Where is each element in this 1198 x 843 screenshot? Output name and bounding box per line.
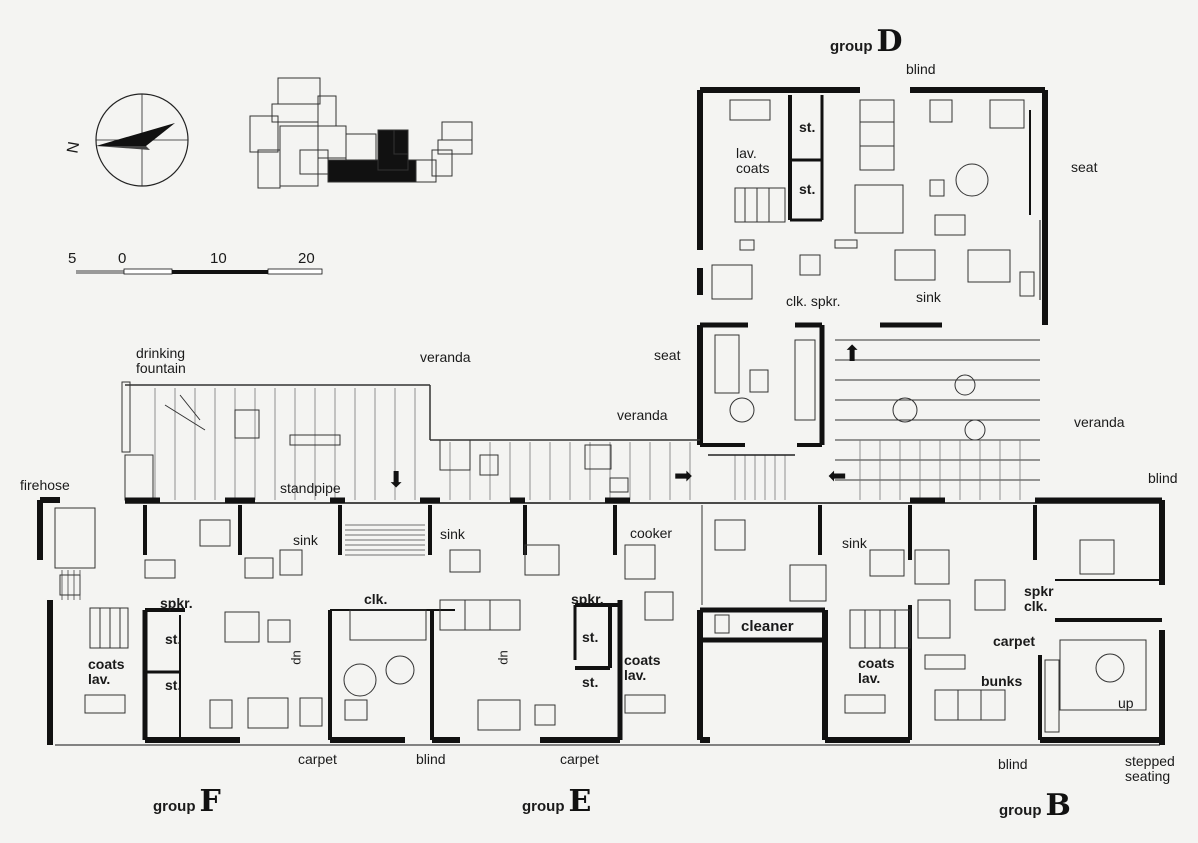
group-d-walls [697,87,1048,447]
label-veranda-mid: veranda [617,407,668,423]
label-stepped-seating: stepped seating [1125,753,1175,784]
group-f-title: group F [153,784,221,819]
main-furniture [54,505,1147,733]
label-sink-b: sink [842,535,867,551]
label-sink-e: sink [440,526,465,542]
label-spkr-f: spkr. [160,595,193,611]
group-e-word: group [522,798,565,815]
compass-rose [95,93,189,187]
main-walls [37,497,1165,746]
label-sink-f: sink [293,532,318,548]
entrance-steps [61,524,425,600]
label-standpipe: standpipe [280,480,341,496]
north-label: N [64,140,84,155]
label-coats-lav-f: coats lav. [88,656,125,687]
group-f-letter: F [199,784,221,819]
label-seat-right: seat [1071,159,1098,175]
entrance-arrow-down-icon: ⬇ [387,468,406,493]
label-veranda-left: veranda [420,349,471,365]
group-d-title: group D [830,24,903,59]
label-clk-f: clk. [364,591,388,607]
group-d-letter: D [876,24,903,59]
label-cooker: cooker [630,525,673,541]
label-st-e2: st. [582,674,599,690]
group-e-letter: E [568,784,592,819]
label-veranda-right: veranda [1074,414,1125,430]
label-firehose: firehose [20,477,70,493]
label-st-e1: st. [582,629,599,645]
label-sink-d: sink [916,289,941,305]
label-st-d2: st. [799,181,816,197]
group-b-word: group [999,802,1042,819]
group-b-letter: B [1045,788,1071,823]
scale-tick-10: 10 [210,250,227,267]
label-blind-top: blind [906,61,936,77]
label-st-f1: st. [165,631,182,647]
entrance-arrow-left-icon: ⬅ [828,464,847,489]
scale-tick-20: 20 [298,250,315,267]
group-b-title: group B [999,788,1071,823]
label-carpet-b: carpet [993,633,1036,649]
entrance-arrow-right-icon: ➡ [674,464,693,489]
label-up-e: up [497,650,513,665]
group-f-word: group [153,798,196,815]
label-blind-f: blind [416,751,446,767]
label-spkr-e: spkr. [571,591,604,607]
label-up-f: up [290,650,306,665]
label-bunks: bunks [981,673,1023,689]
scale-tick-5: 5 [68,250,77,267]
group-d-furniture [711,99,1040,481]
label-cleaner: cleaner [741,618,794,635]
label-spkr-clk-b: spkr clk. [1024,583,1054,614]
label-seat-mid: seat [654,347,681,363]
scale-bar-graphic [76,268,323,275]
site-key-plan [249,77,473,189]
scale-tick-0: 0 [118,250,127,267]
label-st-d1: st. [799,119,816,135]
label-st-f2: st. [165,677,182,693]
label-coats-lav-e: coats lav. [624,652,661,683]
veranda-hatching [125,384,1021,500]
label-coats-lav-b: coats lav. [858,655,895,686]
label-carpet-f: carpet [298,751,337,767]
label-drinking-fountain: drinking fountain [136,345,186,376]
label-clk-spkr-d: clk. spkr. [786,293,841,309]
label-blind-b: blind [998,756,1028,772]
veranda-equipment [121,381,795,501]
label-up-b: up [1118,695,1134,711]
group-e-title: group E [522,784,591,819]
entrance-arrow-up-icon: ⬆ [843,342,862,367]
group-d-word: group [830,38,873,55]
label-carpet-e: carpet [560,751,599,767]
label-blind-right: blind [1148,470,1178,486]
label-lav-coats-d: lav. coats [736,145,770,176]
